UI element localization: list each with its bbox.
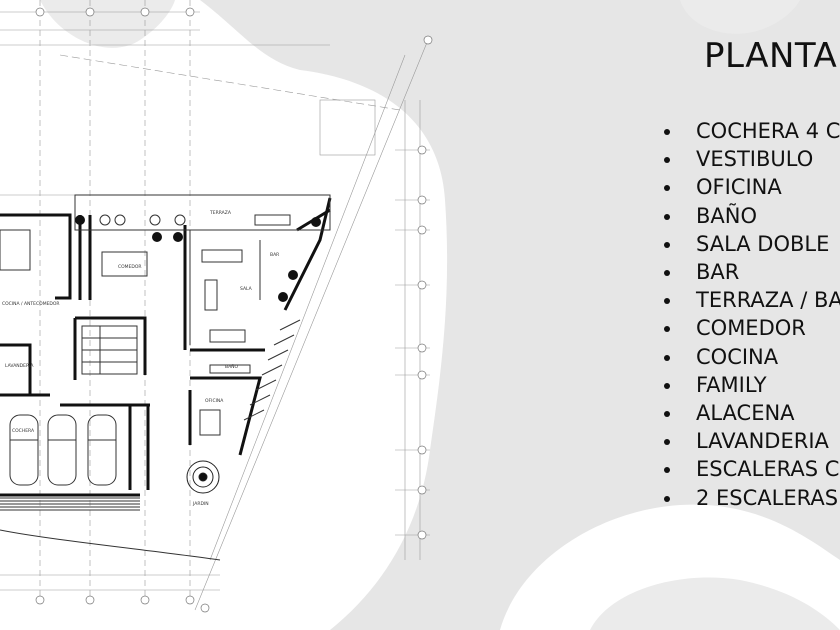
floor-plan-drawing: COMEDOR BAR SALA TERRAZA OFICINA BAÑO CO… [0,0,433,613]
list-item: OFICINA [664,173,840,201]
list-item: BAÑO [664,202,840,230]
list-item: VESTIBULO [664,145,840,173]
plan-label-sala: SALA [240,286,253,292]
plan-label-bano: BAÑO [225,363,239,370]
plan-label-comedor: COMEDOR [118,264,142,270]
list-item: COCHERA 4 C [664,117,840,145]
plan-label-jardin: JARDIN [192,501,209,507]
list-item: SALA DOBLE [664,230,840,258]
slide-title: PLANTA [704,36,838,76]
list-item: TERRAZA / BA [664,286,840,314]
list-item: BAR [664,258,840,286]
plan-label-oficina: OFICINA [205,398,224,404]
plan-label-cocina: COCINA / ANTECOMEDOR [2,301,60,307]
list-item: ALACENA [664,399,840,427]
plan-label-terraza: TERRAZA [209,210,232,216]
list-item: COCINA [664,343,840,371]
list-item: ESCALERAS C [664,455,840,483]
list-item: 2 ESCALERAS [664,484,840,512]
list-item: FAMILY [664,371,840,399]
plan-label-cochera: COCHERA [12,428,35,434]
room-list: COCHERA 4 C VESTIBULO OFICINA BAÑO SALA … [664,117,840,512]
plan-label-lavanderia: LAVANDERIA [5,363,34,369]
list-item: LAVANDERIA [664,427,840,455]
plan-label-bar: BAR [270,252,279,258]
list-item: COMEDOR [664,314,840,342]
